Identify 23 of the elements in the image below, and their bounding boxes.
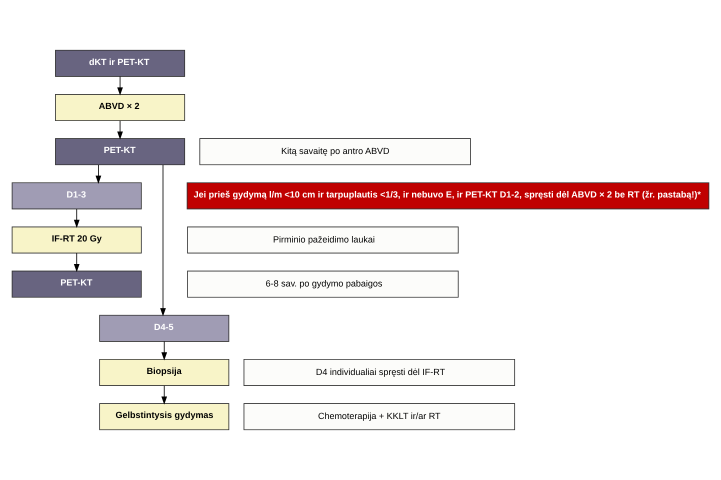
arrow bbox=[117, 120, 123, 140]
node-box: ABVD × 2 bbox=[55, 94, 186, 121]
node-box: PET-KT bbox=[12, 270, 142, 298]
arrow bbox=[74, 208, 80, 228]
node-box: D4-5 bbox=[99, 314, 230, 342]
node-box: D4 individualiai spręsti dėl IF-RT bbox=[244, 358, 516, 386]
node-box: 6-8 sav. po gydymo pabaigos bbox=[187, 270, 459, 298]
arrow bbox=[74, 252, 80, 272]
node-box: IF-RT 20 Gy bbox=[12, 226, 142, 254]
arrow bbox=[160, 164, 166, 316]
node-box: dKT ir PET-KT bbox=[55, 50, 186, 77]
node-box: Jei prieš gydymą l/m <10 cm ir tarpuplautis <1/3, ir nebuvo E, ir PET-KT D1-2, spręsti dėl ABVD × 2 be RT (žr. pastabą!)* bbox=[186, 182, 710, 210]
node-box: Pirminio pažeidimo laukai bbox=[187, 226, 459, 254]
node-box: Chemoterapija + KKLT ir/ar RT bbox=[244, 403, 516, 430]
node-box: Biopsija bbox=[99, 358, 230, 386]
arrow bbox=[161, 385, 168, 405]
node-box: Gelbstintysis gydymas bbox=[99, 403, 230, 430]
node-box: Kitą savaitę po antro ABVD bbox=[199, 138, 471, 166]
node-box: D1-3 bbox=[12, 182, 142, 210]
arrow bbox=[96, 164, 102, 184]
node-box: PET-KT bbox=[55, 138, 186, 166]
arrow bbox=[117, 76, 123, 96]
arrow bbox=[161, 341, 168, 360]
